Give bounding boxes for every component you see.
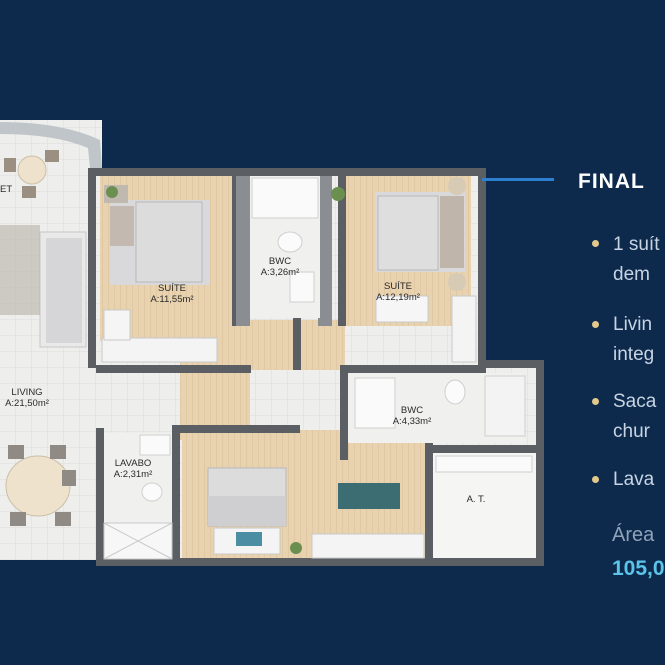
walls: [88, 168, 544, 566]
accent-line: [482, 178, 554, 181]
suite2-wardrobe: [451, 295, 477, 363]
bullet-1: [592, 240, 599, 247]
bullet-3: [592, 398, 599, 405]
balcony-glass: [0, 122, 102, 168]
room-label-bwc-1: BWC A:3,26m²: [260, 256, 300, 278]
dining-set: [5, 445, 76, 526]
suite1-wardrobe: [101, 337, 218, 363]
room-label-at: A. T.: [466, 494, 486, 505]
bench: [338, 483, 400, 509]
room-label-suite-2: SUÍTE A:12,19m²: [376, 281, 420, 303]
room-label-bwc-2: BWC A:4,33m²: [392, 405, 432, 427]
room-label-suite-1: SUÍTE A:11,55m²: [150, 283, 194, 305]
feature-2: Livin integ: [613, 314, 655, 365]
room-label-living: LIVING A:21,50m²: [5, 387, 49, 409]
room-label-lavabo: LAVABO A:2,31m²: [113, 458, 153, 480]
suite1-bed: [104, 185, 210, 285]
area-value: 105,0: [612, 557, 665, 580]
bedroom3-bed: [207, 467, 287, 555]
gourmet-table: [17, 155, 47, 185]
living-sofa: [0, 225, 87, 348]
room-label-gourmet: ET: [0, 184, 13, 195]
area-label: Área: [612, 524, 655, 546]
bullet-2: [592, 321, 599, 328]
feature-1: 1 suít dem: [613, 234, 660, 285]
panel-title: FINAL: [578, 170, 645, 193]
bullet-4: [592, 476, 599, 483]
suite2-desk: [375, 295, 429, 323]
feature-3: Saca chur: [613, 391, 657, 442]
feature-4: Lava: [613, 469, 655, 490]
suite2-bed: [375, 177, 466, 291]
